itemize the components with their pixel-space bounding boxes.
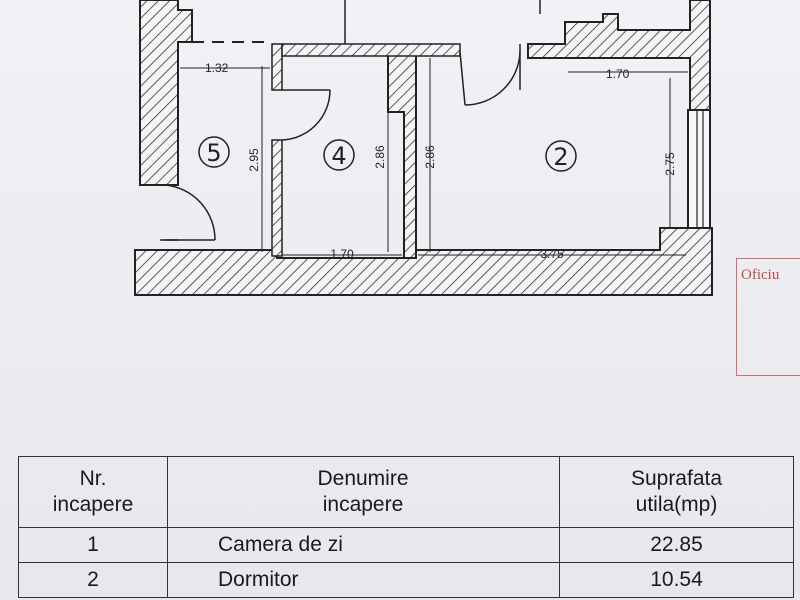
- room-area-cell: 10.54: [559, 562, 794, 598]
- partition-wall: [387, 47, 417, 259]
- dimension-label: 2.86: [373, 145, 387, 169]
- corridor-wall: [281, 43, 461, 57]
- left-wall: [139, 0, 193, 186]
- room-area-cell: 22.85: [559, 527, 794, 563]
- door-room-5: [160, 184, 216, 241]
- room-number-cell: 2: [18, 562, 168, 598]
- top-right-wall: [527, 0, 711, 111]
- header-usable-area-label: Suprafata utila(mp): [630, 467, 723, 516]
- dimension-label: 2.75: [663, 152, 677, 176]
- right-wall: [687, 109, 711, 229]
- door-room-4: [281, 89, 331, 141]
- header-room-name: Denumire incapere: [167, 456, 560, 528]
- table-row: 2 Dormitor 10.54: [18, 562, 794, 598]
- room-name-cell: Camera de zi: [167, 527, 560, 563]
- header-room-number: Nr. incapere: [18, 456, 168, 528]
- dimension-label: 3.75: [540, 247, 564, 261]
- floor-plan: 1.32 1.70 2.95 2.86 2.86 2.75 1.70 3.75 …: [134, 0, 713, 296]
- room-number-4: 4: [331, 142, 346, 170]
- header-room-number-label: Nr. incapere: [52, 467, 134, 516]
- thin-wall: [271, 43, 283, 257]
- table-header-row: Nr. incapere Denumire incapere Suprafata…: [18, 456, 794, 528]
- table-row: 1 Camera de zi 22.85: [18, 527, 794, 563]
- dimension-label: 2.86: [423, 145, 437, 169]
- room-number-cell: 1: [18, 527, 168, 563]
- stamp-text: Oficiu: [741, 267, 780, 283]
- bottom-wall: [134, 227, 713, 296]
- dimension-label: 1.32: [205, 61, 229, 75]
- dimension-label: 1.70: [330, 247, 354, 261]
- header-room-name-label: Denumire incapere: [317, 467, 409, 516]
- room-area-table: Nr. incapere Denumire incapere Suprafata…: [18, 456, 794, 598]
- header-usable-area: Suprafata utila(mp): [559, 456, 794, 528]
- room-number-5: 5: [206, 139, 221, 167]
- room-number-2: 2: [553, 143, 568, 171]
- dimension-label: 2.95: [247, 148, 261, 172]
- office-stamp: Oficiu: [736, 258, 800, 376]
- room-name-cell: Dormitor: [167, 562, 560, 598]
- door-room-2: [459, 44, 521, 106]
- dimension-lines: [180, 58, 688, 256]
- dimension-label: 1.70: [606, 67, 630, 81]
